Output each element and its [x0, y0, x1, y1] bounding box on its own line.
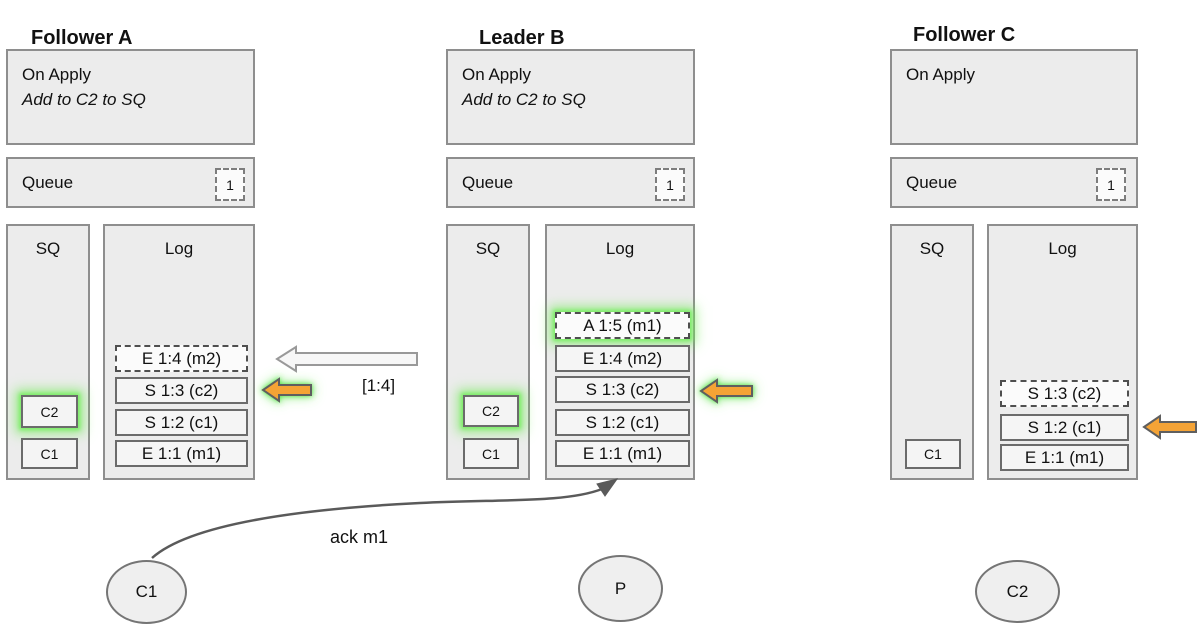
on-apply-title: On Apply: [462, 65, 531, 84]
on-apply-rule: Add to C2 to SQ: [22, 90, 146, 109]
replication-arrow-icon: [275, 345, 418, 373]
log-entry: S 1:3 (c2): [555, 376, 690, 403]
sq-item: C1: [905, 439, 961, 469]
on-apply-title: On Apply: [22, 65, 91, 84]
client-c2-ellipse: C2: [975, 560, 1060, 623]
client-c2-label: C2: [1006, 581, 1029, 601]
replicate-range-label: [1:4]: [362, 376, 396, 395]
sq-title: SQ: [919, 239, 945, 258]
on-apply-box: On Apply Add to C2 to SQ: [446, 49, 695, 145]
log-entry: E 1:1 (m1): [115, 440, 248, 467]
client-c1-ellipse: C1: [106, 560, 187, 624]
log-entry: S 1:2 (c1): [115, 409, 248, 436]
sq-item: C1: [463, 438, 519, 469]
log-entry: S 1:3 (c2): [1000, 380, 1129, 407]
queue-box: Queue 1: [890, 157, 1138, 208]
sq-box: SQ C1: [890, 224, 974, 480]
log-entry: E 1:1 (m1): [555, 440, 690, 467]
queue-label: Queue: [22, 172, 74, 192]
node-title: Follower A: [31, 26, 133, 49]
on-apply-title: On Apply: [906, 65, 975, 84]
log-entry: E 1:4 (m2): [115, 345, 248, 372]
log-box: Log S 1:3 (c2) S 1:2 (c1) E 1:1 (m1): [987, 224, 1138, 480]
on-apply-box: On Apply Add to C2 to SQ: [6, 49, 255, 145]
on-apply-box: On Apply: [890, 49, 1138, 145]
proposer-p-label: P: [614, 578, 627, 598]
queue-count-badge: 1: [215, 168, 245, 201]
queue-box: Queue 1: [6, 157, 255, 208]
sq-box: SQ C2 C1: [446, 224, 530, 480]
queue-count-badge: 1: [655, 168, 685, 201]
apply-arrow-a-icon: [261, 377, 312, 403]
log-title: Log: [1048, 239, 1077, 258]
sq-item: C1: [21, 438, 78, 469]
proposer-p-ellipse: P: [578, 555, 663, 622]
log-entry: E 1:1 (m1): [1000, 444, 1129, 471]
log-entry: E 1:4 (m2): [555, 345, 690, 372]
node-title: Leader B: [479, 26, 565, 49]
queue-label: Queue: [906, 172, 958, 192]
on-apply-rule: Add to C2 to SQ: [462, 90, 586, 109]
queue-count-badge: 1: [1096, 168, 1126, 201]
log-title: Log: [164, 239, 194, 258]
log-title: Log: [605, 239, 635, 258]
log-entry: A 1:5 (m1): [555, 312, 690, 339]
log-entry: S 1:2 (c1): [555, 409, 690, 436]
sq-item: C2: [463, 395, 519, 427]
apply-arrow-b-icon: [699, 378, 753, 404]
log-box: Log E 1:4 (m2) S 1:3 (c2) S 1:2 (c1) E 1…: [103, 224, 255, 480]
sq-item: C2: [21, 395, 78, 428]
ack-label: ack m1: [330, 527, 389, 547]
sq-title: SQ: [475, 239, 501, 258]
sq-box: SQ C2 C1: [6, 224, 90, 480]
sq-title: SQ: [35, 239, 61, 258]
queue-label: Queue: [462, 172, 514, 192]
log-entry: S 1:2 (c1): [1000, 414, 1129, 441]
node-title: Follower C: [913, 23, 1016, 46]
apply-arrow-c-icon: [1142, 414, 1197, 440]
log-entry: S 1:3 (c2): [115, 377, 248, 404]
queue-box: Queue 1: [446, 157, 695, 208]
log-box: Log A 1:5 (m1) E 1:4 (m2) S 1:3 (c2) S 1…: [545, 224, 695, 480]
client-c1-label: C1: [135, 582, 158, 601]
